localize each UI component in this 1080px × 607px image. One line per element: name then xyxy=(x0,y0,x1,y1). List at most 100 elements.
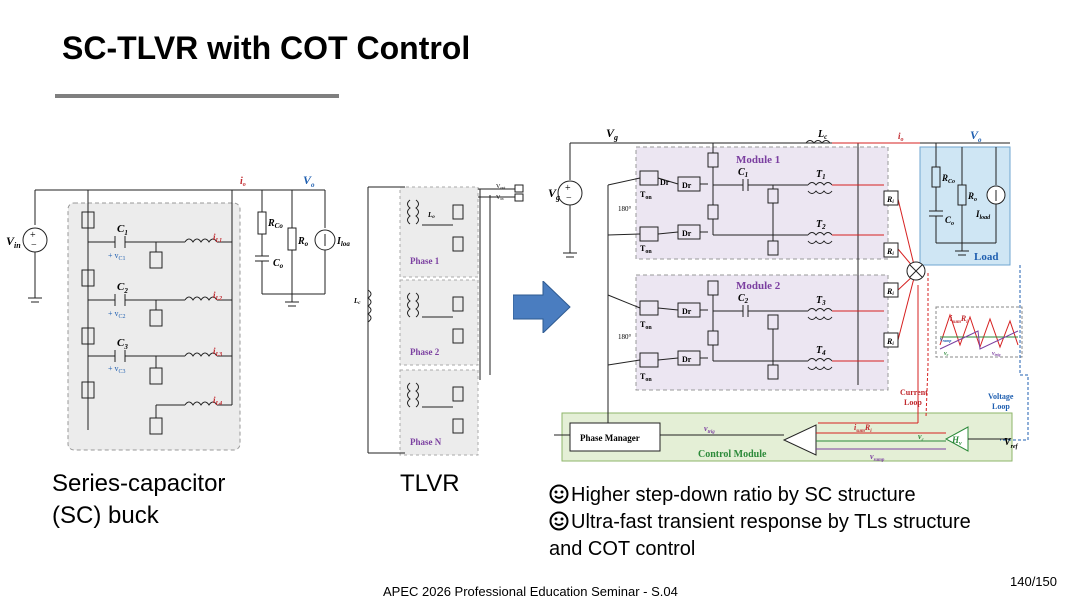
sctlvr-rco-label: RCo xyxy=(941,173,955,185)
sctlvr-t4-label: T4 xyxy=(816,345,826,357)
right-arrow-icon xyxy=(513,281,571,333)
sc-io-label: io xyxy=(240,176,246,188)
inset-vramp-label: vramp xyxy=(940,337,951,343)
tlvr-lo-label: Lo xyxy=(427,211,435,220)
sctlvr-lc-label: Lc xyxy=(817,129,827,141)
tlvr-vout-label: Vout xyxy=(496,184,506,190)
phase-manager-label: Phase Manager xyxy=(580,433,640,443)
tlvr-phase2-label: Phase 2 xyxy=(410,347,440,357)
sc-c2-label: C2 xyxy=(117,281,128,295)
inset-isum-label: isumRi xyxy=(950,314,968,325)
current-loop-label-1: Current xyxy=(900,388,928,397)
page-title: SC-TLVR with COT Control xyxy=(62,30,471,66)
svg-text:−: − xyxy=(31,240,37,251)
sc-il1-label: iL1 xyxy=(213,232,222,244)
page-number: 140/150 xyxy=(1010,574,1057,589)
phase-manager-box xyxy=(569,422,661,452)
sc-tlvr-cot-diagram: +− Vg Vg Module 1 Module 2 Dr Dr Dr Ton … xyxy=(548,126,1029,463)
ri-label-2: Ri xyxy=(886,247,894,257)
sc-ro-label: Ro xyxy=(297,236,309,248)
svg-text:+: + xyxy=(565,183,571,194)
deg180-label-2: 180° xyxy=(618,333,632,341)
sc-vc1-label: + vC1 xyxy=(108,251,126,262)
sc-vc2-label: + vC2 xyxy=(108,309,126,320)
sc-il2-label: iL2 xyxy=(213,290,222,302)
tlvr-caption: TLVR xyxy=(400,470,460,497)
hv-label: Hv xyxy=(951,435,962,447)
sctlvr-vo-label: Vo xyxy=(970,128,982,144)
sc-vc3-label: + vC3 xyxy=(108,364,126,375)
load-label: Load xyxy=(974,251,998,263)
bullet-item: Higher step-down ratio by SC structure xyxy=(549,482,1049,509)
ri-label-1: Ri xyxy=(886,195,894,205)
footer-text: APEC 2026 Professional Education Seminar… xyxy=(383,584,678,599)
sctlvr-c1-label: C1 xyxy=(738,167,748,179)
comparator-icon xyxy=(782,424,817,456)
vramp-label: vramp xyxy=(870,452,885,463)
title-underline xyxy=(55,94,339,98)
sctlvr-io-label: io xyxy=(898,131,904,143)
dr-label-1: Dr xyxy=(660,178,670,187)
sctlvr-c2-label: C2 xyxy=(738,293,749,305)
ri-label-3: Ri xyxy=(886,287,894,297)
voltage-loop-label-1: Voltage xyxy=(988,392,1014,401)
bullet-continuation: and COT control xyxy=(549,538,696,560)
current-loop-label-2: Loop xyxy=(904,398,922,407)
ton-label-3: Ton xyxy=(640,320,652,331)
sctlvr-t2-label: T2 xyxy=(816,219,826,231)
ton-label-2: Ton xyxy=(640,244,652,255)
tlvr-phase1-label: Phase 1 xyxy=(410,256,440,266)
module2-box xyxy=(635,274,889,391)
tlvr-diagram: Vout Vin Lc Lo Phase 1 Phase 2 Phase N xyxy=(353,184,524,456)
bullet-item: Ultra-fast transient response by TLs str… xyxy=(549,509,1049,536)
sc-vo-label: Vo xyxy=(303,173,315,189)
tlvr-phaseN-box xyxy=(399,369,479,456)
smiley-icon xyxy=(549,511,569,531)
ton-label-1: Ton xyxy=(640,190,652,201)
smiley-icon xyxy=(549,484,569,504)
sctlvr-vg-label: Vg xyxy=(548,186,560,202)
sc-rco-label: RCo xyxy=(267,218,283,230)
bullet-list: Higher step-down ratio by SC structure U… xyxy=(549,482,1049,563)
sc-vin-label: Vin xyxy=(6,234,21,250)
tlvr-phaseN-label: Phase N xyxy=(410,437,442,447)
svg-text:+: + xyxy=(30,230,36,241)
sc-co-label: Co xyxy=(273,258,284,270)
vc-label: vc xyxy=(918,432,925,443)
sctlvr-t3-label: T3 xyxy=(816,295,826,307)
tlvr-vin-label: Vin xyxy=(496,195,503,201)
sc-buck-caption-line1: Series-capacitor xyxy=(52,470,226,497)
sc-iload-label: Iload xyxy=(336,236,350,248)
sc-c1-label: C1 xyxy=(117,223,128,237)
sctlvr-iload-label: Iload xyxy=(975,209,991,221)
deg180-label-1: 180° xyxy=(618,205,632,213)
dr-box-3: Dr xyxy=(682,307,692,316)
sctlvr-t1-label: T1 xyxy=(816,169,826,181)
sc-buck-diagram: +− Vin C1 C2 C3 + vC1 + vC2 + vC3 iL1 iL… xyxy=(6,173,350,451)
sc-buck-caption-line2: (SC) buck xyxy=(52,502,159,529)
isum-ri-label: isumRi xyxy=(854,423,872,434)
inset-vc-label: vc xyxy=(944,351,949,357)
tlvr-phase2-box xyxy=(399,279,479,366)
sc-il4-label: iL4 xyxy=(213,395,222,407)
ton-label-4: Ton xyxy=(640,372,652,383)
module2-label: Module 2 xyxy=(736,280,781,292)
vtrig-label: vtrig xyxy=(704,424,715,435)
tlvr-lc-label: Lc xyxy=(353,297,361,306)
sc-buck-caption: Series-capacitor (SC) buck xyxy=(52,468,312,532)
sctlvr-co-label: Co xyxy=(945,215,954,227)
sctlvr-vg-top-label: Vg xyxy=(606,126,618,142)
tlvr-phase1-box xyxy=(399,186,479,278)
sc-il3-label: iL3 xyxy=(213,346,222,358)
svg-text:−: − xyxy=(566,193,572,204)
sc-c3-label: C3 xyxy=(117,337,128,351)
sctlvr-ro-label: Ro xyxy=(967,191,977,203)
dr-box-1: Dr xyxy=(682,181,692,190)
dr-box-2: Dr xyxy=(682,229,692,238)
voltage-loop-label-2: Loop xyxy=(992,402,1010,411)
ri-label-4: Ri xyxy=(886,337,894,347)
waveform-inset xyxy=(935,306,1023,358)
dr-box-4: Dr xyxy=(682,355,692,364)
control-module-label: Control Module xyxy=(698,449,767,460)
vref-label: Vref xyxy=(1004,437,1019,450)
